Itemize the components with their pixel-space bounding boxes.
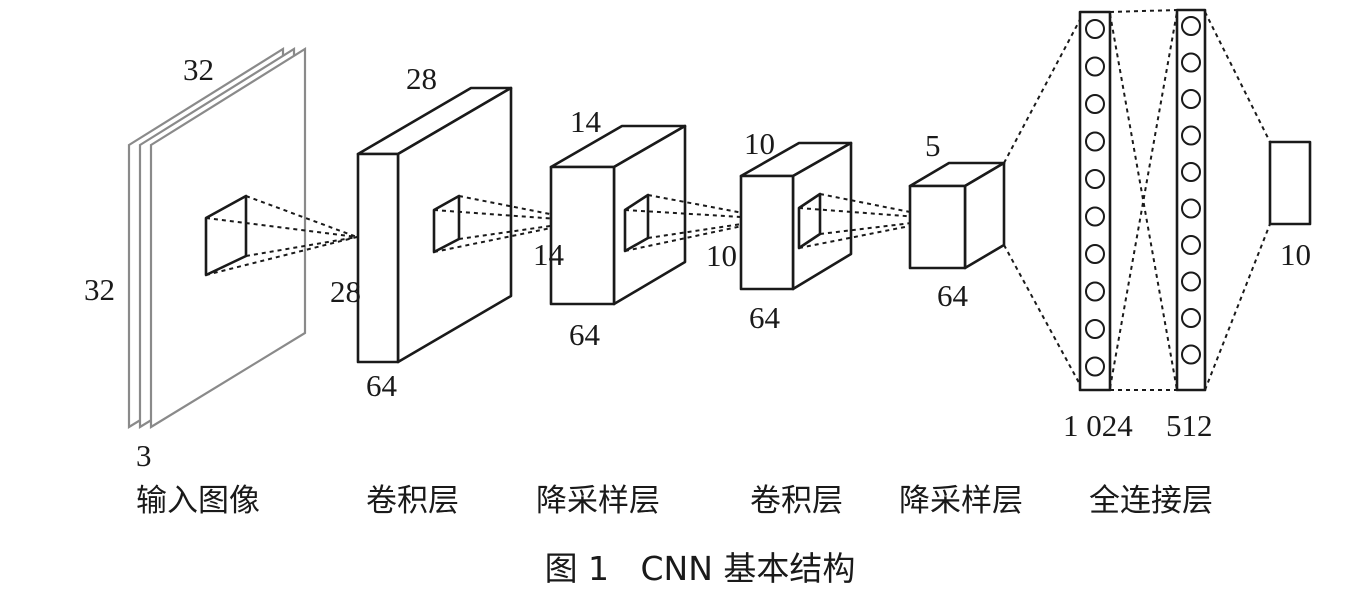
neuron-circle	[1181, 235, 1201, 255]
neuron-circle	[1181, 198, 1201, 219]
caption-conv1: 卷积层	[366, 483, 459, 519]
neuron-circle	[1085, 281, 1105, 302]
neuron-circle	[1181, 271, 1201, 292]
conv1-front-face	[356, 152, 400, 364]
neuron-circle	[1181, 162, 1201, 182]
conv2-dim-left: 10	[706, 238, 737, 273]
neuron-circle	[1181, 344, 1201, 365]
fc1-neurons	[1085, 19, 1105, 377]
input-dim-left: 32	[84, 272, 115, 307]
neuron-circle	[1181, 16, 1201, 36]
conv2-dim-top: 10	[744, 126, 775, 161]
pool2-block: 5 64	[908, 13, 1084, 391]
input-receptive-field	[204, 194, 248, 277]
neuron-circle	[1085, 56, 1105, 77]
fc2-neurons	[1181, 16, 1201, 365]
conv1-block: 28 28 64	[330, 61, 586, 403]
output-units-label: 10	[1280, 237, 1311, 272]
neuron-circle	[1085, 244, 1105, 264]
caption-conv2: 卷积层	[750, 483, 843, 519]
pool2-front-face	[908, 184, 967, 270]
pool1-front-face	[549, 165, 616, 306]
pool1-dim-top: 14	[570, 104, 602, 139]
pool2-dim-top: 5	[925, 128, 941, 163]
neuron-circle	[1181, 89, 1201, 109]
output-block: 10	[1268, 140, 1312, 272]
input-image-block: 32 32 3	[84, 47, 358, 473]
figure-title: 图 1 CNN 基本结构	[545, 549, 856, 588]
neuron-circle	[1085, 94, 1105, 114]
input-dim-top: 32	[183, 52, 214, 87]
neuron-circle	[1181, 52, 1201, 73]
fc2-units-label: 512	[1166, 408, 1213, 443]
pool2-dim-bottom: 64	[937, 278, 969, 313]
pool1-dim-left: 14	[533, 237, 565, 272]
caption-fc: 全连接层	[1089, 483, 1213, 519]
conv2-front-face	[739, 174, 795, 291]
fc1-units-label: 1 024	[1063, 408, 1133, 443]
caption-pool2: 降采样层	[899, 483, 1023, 519]
pool2-to-fc-lines	[1003, 13, 1084, 391]
fc-connection-lines	[1109, 9, 1271, 391]
neuron-circle	[1085, 169, 1105, 189]
conv1-dim-top: 28	[406, 61, 437, 96]
pool1-block: 14 14 64	[533, 104, 776, 352]
conv1-dim-bottom: 64	[366, 368, 398, 403]
neuron-circle	[1181, 308, 1201, 328]
neuron-circle	[1085, 206, 1105, 227]
input-dim-bottom: 3	[136, 438, 152, 473]
neuron-circle	[1181, 125, 1201, 146]
conv2-dim-bottom: 64	[749, 300, 781, 335]
neuron-circle	[1085, 131, 1105, 152]
input-projection-lines	[205, 195, 358, 276]
conv1-dim-left: 28	[330, 274, 361, 309]
neuron-circle	[1085, 356, 1105, 377]
output-layer	[1268, 140, 1312, 226]
pool1-dim-bottom: 64	[569, 317, 601, 352]
fc-block: 1 024 512	[1063, 8, 1271, 443]
caption-pool1: 降采样层	[536, 483, 660, 519]
caption-input-image: 输入图像	[136, 483, 260, 519]
neuron-circle	[1085, 319, 1105, 339]
neuron-circle	[1085, 19, 1105, 39]
